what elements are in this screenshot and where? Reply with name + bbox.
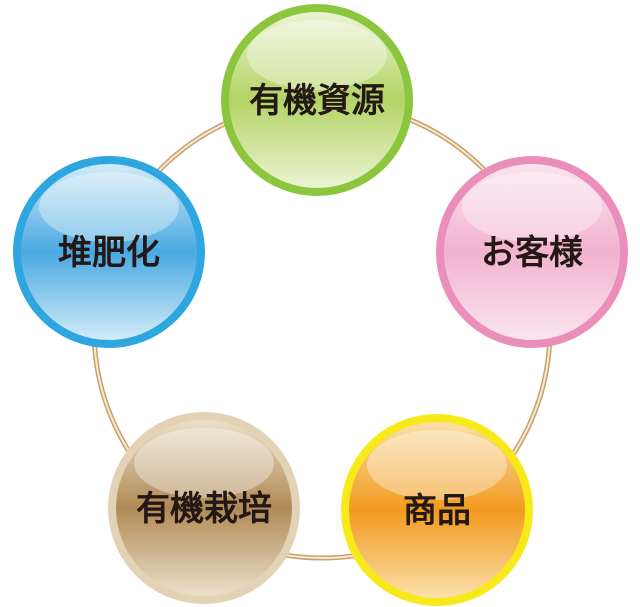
node-customers: お客様 [436,156,628,348]
node-circle [13,156,205,348]
node-circle [221,4,413,196]
node-highlight [367,430,507,500]
node-organic-farming: 有機栽培 [108,412,300,604]
node-circle [341,414,533,606]
node-circle [108,412,300,604]
node-highlight [39,172,179,242]
node-organic-resources: 有機資源 [221,4,413,196]
node-compost: 堆肥化 [13,156,205,348]
node-circle [436,156,628,348]
node-label: お客様 [481,233,584,273]
node-label: 商品 [403,491,471,531]
node-label: 有機栽培 [136,489,272,529]
node-label: 堆肥化 [58,233,160,273]
node-highlight [134,428,274,498]
node-highlight [247,20,387,90]
node-products: 商品 [341,414,533,606]
node-label: 有機資源 [249,81,385,121]
node-highlight [462,172,602,242]
